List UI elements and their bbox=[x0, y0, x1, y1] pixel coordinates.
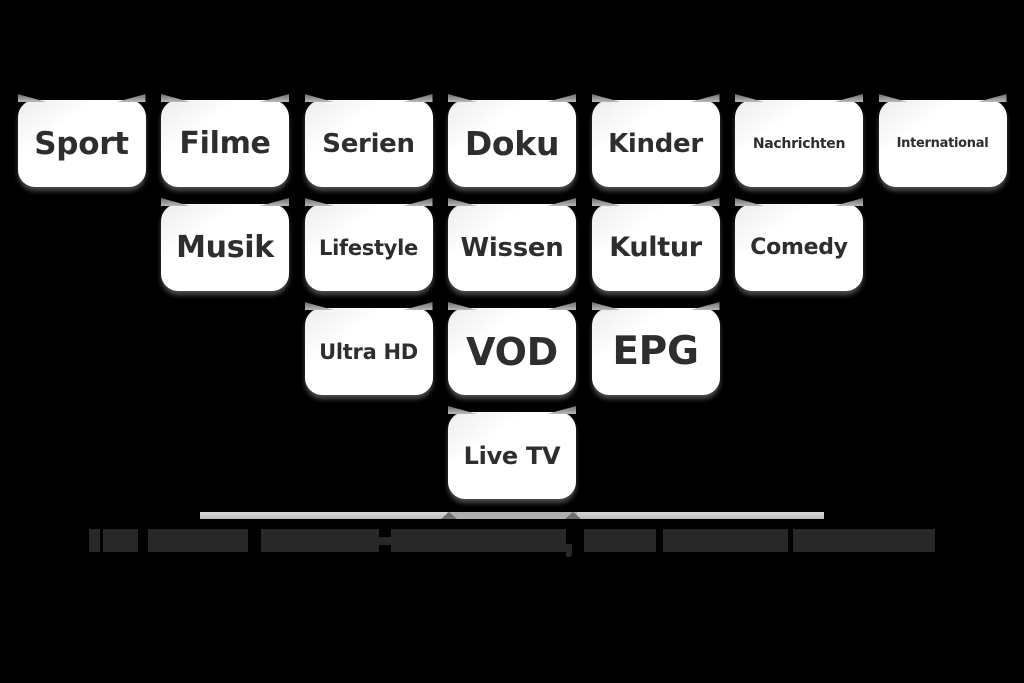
caption-segment-comma bbox=[566, 544, 572, 557]
category-card-label: Kinder bbox=[608, 128, 703, 159]
category-card-label: Kultur bbox=[609, 232, 702, 263]
corner-fold-left-icon bbox=[735, 198, 764, 206]
caption-segment-block bbox=[89, 529, 100, 552]
caption-segment-block bbox=[148, 529, 248, 552]
category-card[interactable]: Serien bbox=[304, 94, 433, 187]
category-card-label: Lifestyle bbox=[319, 235, 418, 260]
corner-fold-left-icon bbox=[161, 198, 190, 206]
caption-redacted-text bbox=[89, 529, 935, 557]
corner-fold-left-icon bbox=[591, 198, 621, 206]
category-card[interactable]: Comedy bbox=[735, 198, 863, 291]
corner-fold-right-icon bbox=[547, 406, 576, 414]
category-card-label: Ultra HD bbox=[319, 339, 418, 364]
category-row: Live TV bbox=[0, 406, 1024, 499]
corner-fold-left-icon bbox=[161, 94, 190, 102]
category-card[interactable]: Nachrichten bbox=[735, 94, 863, 187]
category-card-label: Filme bbox=[179, 126, 271, 161]
category-card-label: Wissen bbox=[460, 232, 564, 263]
caption-segment-gap bbox=[572, 529, 584, 552]
corner-fold-right-icon bbox=[260, 94, 289, 102]
category-grid: Sport Filme Serien Doku Kinder Nachrichten Int… bbox=[0, 94, 1024, 499]
corner-fold-left-icon bbox=[17, 94, 47, 102]
corner-fold-left-icon bbox=[304, 198, 334, 206]
category-card[interactable]: Doku bbox=[448, 94, 576, 187]
corner-fold-right-icon bbox=[690, 94, 720, 102]
category-card[interactable]: Ultra HD bbox=[304, 302, 433, 395]
caption-segment-hyphen bbox=[379, 536, 391, 545]
corner-fold-left-icon bbox=[448, 302, 477, 310]
category-card-label: Sport bbox=[34, 125, 129, 162]
platform-bar-shadow bbox=[447, 512, 577, 519]
category-card[interactable]: International bbox=[878, 94, 1007, 187]
category-card-label: Comedy bbox=[750, 235, 848, 260]
category-card[interactable]: Sport bbox=[17, 94, 146, 187]
caption-segment-block bbox=[103, 529, 138, 552]
category-card[interactable]: Kinder bbox=[591, 94, 720, 187]
corner-fold-right-icon bbox=[547, 198, 576, 206]
corner-fold-right-icon bbox=[977, 94, 1007, 102]
category-row: Sport Filme Serien Doku Kinder Nachrichten Int… bbox=[0, 94, 1024, 187]
corner-fold-left-icon bbox=[448, 94, 477, 102]
category-card-label: Live TV bbox=[463, 441, 561, 470]
corner-fold-left-icon bbox=[878, 94, 908, 102]
category-card[interactable]: Lifestyle bbox=[304, 198, 433, 291]
category-card[interactable]: Filme bbox=[161, 94, 289, 187]
caption-segment-block bbox=[584, 529, 656, 552]
category-card-label: International bbox=[896, 136, 989, 151]
corner-fold-right-icon bbox=[260, 198, 289, 206]
corner-fold-right-icon bbox=[690, 198, 720, 206]
corner-fold-left-icon bbox=[591, 302, 621, 310]
category-card[interactable]: Musik bbox=[161, 198, 289, 291]
corner-fold-right-icon bbox=[834, 94, 863, 102]
corner-fold-right-icon bbox=[547, 302, 576, 310]
corner-fold-left-icon bbox=[591, 94, 621, 102]
corner-fold-right-icon bbox=[547, 94, 576, 102]
corner-fold-right-icon bbox=[403, 302, 433, 310]
caption-segment-block bbox=[663, 529, 788, 552]
category-row: Ultra HD VOD EPG bbox=[0, 302, 1024, 395]
category-card[interactable]: EPG bbox=[591, 302, 720, 395]
category-card[interactable]: Kultur bbox=[591, 198, 720, 291]
corner-fold-left-icon bbox=[304, 302, 334, 310]
category-row: Musik Lifestyle Wissen Kultur Comedy bbox=[0, 198, 1024, 291]
category-card[interactable]: Wissen bbox=[448, 198, 576, 291]
caption-segment-gap bbox=[248, 529, 261, 552]
caption-segment-block bbox=[391, 529, 566, 552]
platform-notch-right bbox=[565, 512, 581, 519]
caption-segment-block bbox=[261, 529, 379, 552]
platform-notch-left bbox=[441, 512, 457, 519]
category-card-label: VOD bbox=[466, 329, 558, 374]
corner-fold-left-icon bbox=[448, 198, 477, 206]
corner-fold-left-icon bbox=[304, 94, 334, 102]
caption-segment-gap bbox=[138, 529, 148, 552]
category-card-label: EPG bbox=[612, 329, 699, 374]
corner-fold-left-icon bbox=[448, 406, 477, 414]
category-card-label: Nachrichten bbox=[752, 135, 846, 152]
corner-fold-right-icon bbox=[403, 198, 433, 206]
category-card[interactable]: Live TV bbox=[448, 406, 576, 499]
category-card-label: Serien bbox=[322, 128, 415, 159]
corner-fold-right-icon bbox=[403, 94, 433, 102]
caption-segment-block bbox=[793, 529, 935, 552]
category-card-label: Musik bbox=[176, 230, 274, 265]
corner-fold-right-icon bbox=[834, 198, 863, 206]
corner-fold-left-icon bbox=[735, 94, 764, 102]
corner-fold-right-icon bbox=[690, 302, 720, 310]
category-card-label: Doku bbox=[464, 124, 560, 163]
corner-fold-right-icon bbox=[116, 94, 146, 102]
caption-segment-gap bbox=[656, 529, 663, 552]
category-card[interactable]: VOD bbox=[448, 302, 576, 395]
